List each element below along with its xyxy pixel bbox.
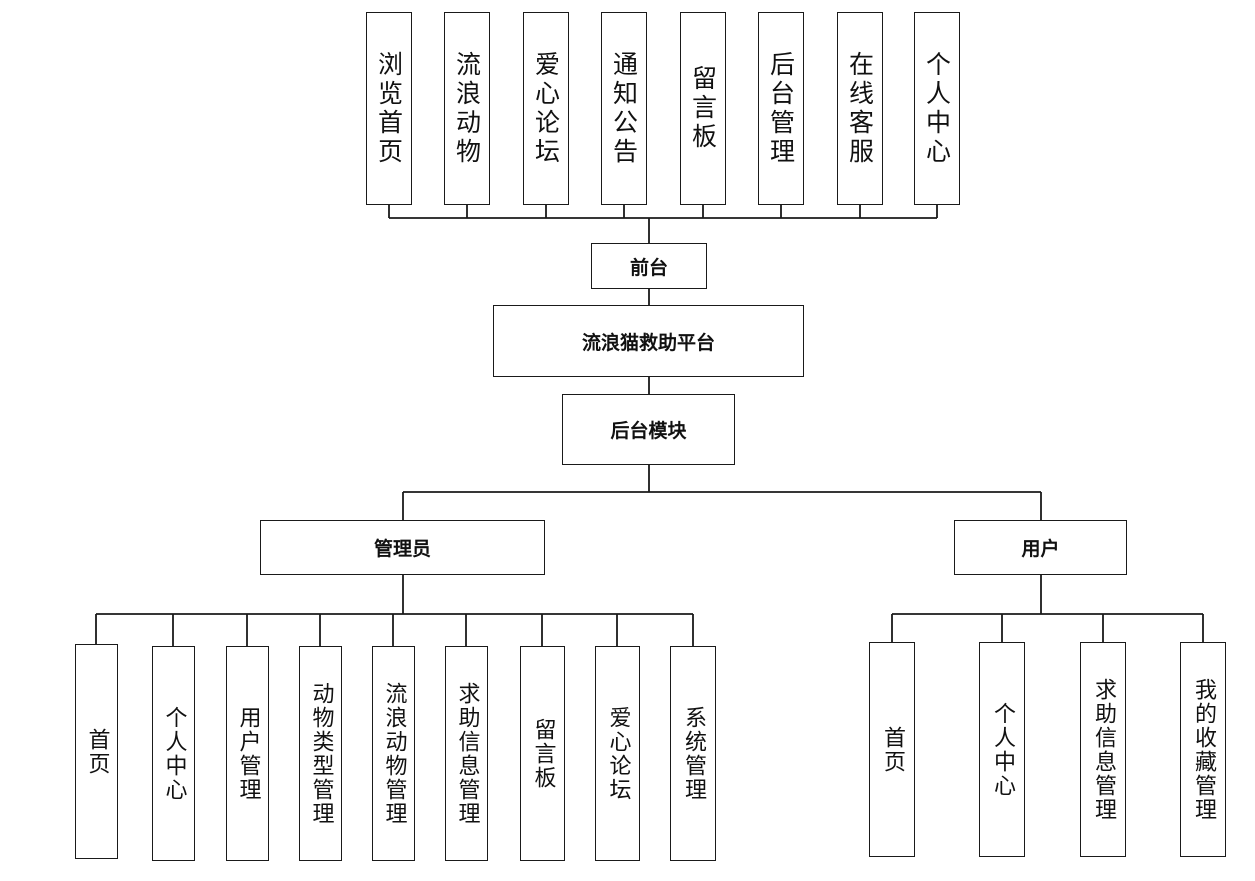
frontend-module-label: 通知公告 [609, 50, 639, 167]
backend-module-node: 后台模块 [562, 394, 735, 465]
admin-module-label: 系统管理 [681, 705, 706, 802]
admin-module-label: 个人中心 [161, 705, 187, 802]
frontend-module-label: 浏览首页 [374, 50, 404, 167]
frontend-node: 前台 [591, 243, 707, 289]
user-module-label: 我的收藏管理 [1191, 677, 1216, 822]
frontend-module-online-service: 在线客服 [837, 12, 883, 205]
admin-module-label: 首页 [84, 727, 110, 776]
admin-module-personal-center: 个人中心 [152, 646, 195, 861]
frontend-module-label: 后台管理 [766, 50, 796, 167]
frontend-module-notices: 通知公告 [601, 12, 647, 205]
frontend-module-label: 爱心论坛 [531, 50, 561, 167]
frontend-module-love-forum: 爱心论坛 [523, 12, 569, 205]
frontend-module-label: 留言板 [688, 65, 718, 152]
user-module-personal-center: 个人中心 [979, 642, 1025, 857]
user-module-help-info-management: 求助信息管理 [1080, 642, 1126, 857]
admin-module-message-board: 留言板 [520, 646, 565, 861]
admin-module-home: 首页 [75, 644, 118, 859]
admin-module-label: 留言板 [530, 717, 556, 790]
admin-module-label: 求助信息管理 [454, 681, 480, 826]
admin-module-system-management: 系统管理 [670, 646, 716, 861]
root-platform-node: 流浪猫救助平台 [493, 305, 804, 377]
user-module-label: 个人中心 [990, 701, 1015, 798]
frontend-label: 前台 [629, 256, 668, 279]
admin-module-label: 流浪动物管理 [381, 681, 407, 826]
user-label: 用户 [1021, 538, 1060, 560]
frontend-module-label: 在线客服 [845, 50, 875, 167]
admin-role-node: 管理员 [260, 520, 545, 575]
admin-module-help-info-management: 求助信息管理 [445, 646, 488, 861]
admin-module-label: 动物类型管理 [308, 681, 334, 826]
backend-label: 后台模块 [610, 420, 687, 442]
user-module-label: 首页 [880, 725, 905, 774]
frontend-module-personal-center: 个人中心 [914, 12, 960, 205]
admin-module-user-management: 用户管理 [226, 646, 269, 861]
admin-module-stray-animal-management: 流浪动物管理 [372, 646, 415, 861]
admin-module-love-forum: 爱心论坛 [595, 646, 640, 861]
admin-module-label: 用户管理 [235, 705, 261, 802]
frontend-module-backend-admin: 后台管理 [758, 12, 804, 205]
user-role-node: 用户 [954, 520, 1127, 575]
frontend-module-browse-home: 浏览首页 [366, 12, 412, 205]
user-module-my-favorites-management: 我的收藏管理 [1180, 642, 1226, 857]
admin-module-label: 爱心论坛 [605, 705, 631, 802]
user-module-label: 求助信息管理 [1091, 677, 1116, 822]
admin-label: 管理员 [373, 538, 431, 560]
frontend-module-label: 流浪动物 [452, 50, 482, 167]
user-module-home: 首页 [869, 642, 915, 857]
frontend-module-message-board: 留言板 [680, 12, 726, 205]
admin-module-animal-type-management: 动物类型管理 [299, 646, 342, 861]
frontend-module-label: 个人中心 [922, 50, 952, 167]
root-label: 流浪猫救助平台 [581, 331, 715, 354]
frontend-module-stray-animals: 流浪动物 [444, 12, 490, 205]
